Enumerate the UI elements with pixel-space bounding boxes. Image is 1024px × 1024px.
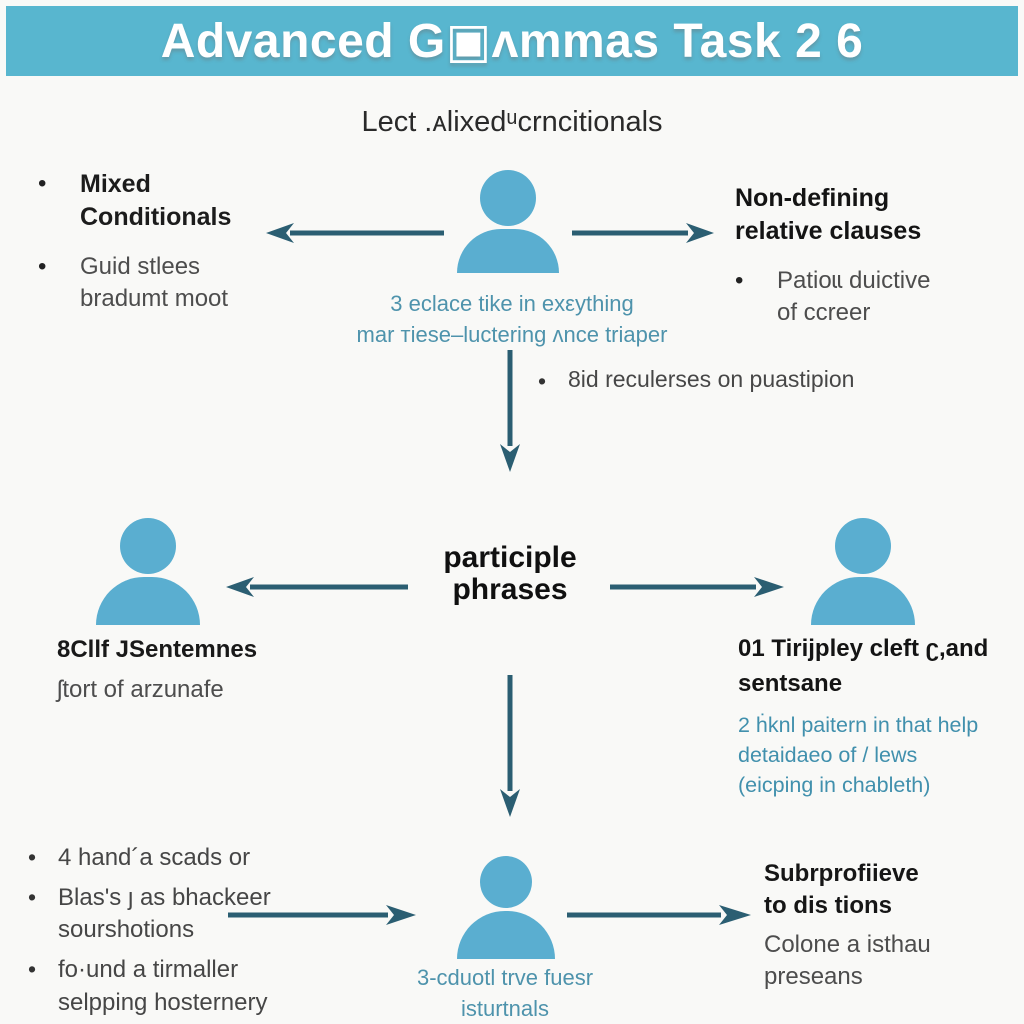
bullet-icon: • (38, 170, 47, 197)
person-head (835, 518, 891, 574)
section-subtext: ʃtort of arzunafe (57, 676, 224, 703)
mid-bullet-item: • 8id reculerses on puastipion (538, 366, 854, 397)
arrow-top-right-icon (572, 223, 714, 243)
arrow-bottom-right-icon (567, 905, 751, 925)
section-heading: 01 Tirijpley cleft ʗ,and sentsane (738, 635, 989, 697)
center-node-label: participle phrases (443, 541, 577, 607)
person-icon (453, 170, 563, 273)
page-title: Advanced G▣ʌmmas Task 2 6 (160, 15, 864, 68)
list-item: • Mixed Conditionals (38, 168, 308, 234)
person-head (480, 856, 532, 908)
header-bar: Advanced G▣ʌmmas Task 2 6 (6, 6, 1018, 76)
list-item-label: Mixed Conditionals (80, 170, 232, 231)
arrow-down-upper-icon (500, 350, 520, 472)
section-heading: Non-defining relative clauses (735, 184, 922, 245)
section-note: 2 ḣknl paitern in that help detaidaeo of… (738, 712, 979, 797)
person-head (120, 518, 176, 574)
bullet-icon: • (28, 883, 37, 910)
arrow-mid-right-icon (610, 577, 784, 597)
subtitle: Lect .ᴀlixedᵘcrncitionals (361, 106, 663, 138)
list-item: • fo·und a tirmaller selpping hosternery (28, 954, 328, 1019)
person-body (811, 577, 915, 625)
section-heading: 8Cllf JSentemnes (57, 636, 258, 663)
list-item-label: 8id reculerses on puastipion (568, 366, 855, 392)
arrow-top-left-icon (266, 223, 444, 243)
bottom-right-block: Subrprofiieve to dis tions Colone a isth… (764, 858, 1004, 994)
list-item-label: Blas's ȷ as bhackeer sourshotions (58, 883, 271, 944)
bullet-icon: • (38, 253, 47, 280)
list-item: • Guid stlees bradumt moot (38, 251, 308, 314)
mid-right-block: 01 Tirijpley cleft ʗ,and sentsane 2 ḣknl… (738, 632, 1023, 800)
list-item-label: Guid stlees bradumt moot (80, 253, 229, 312)
person-head (480, 170, 536, 226)
list-item-label: 4 hand´a scads or (58, 844, 251, 871)
bullet-icon: • (28, 844, 37, 870)
list-item: • Blas's ȷ as bhackeer sourshotions (28, 882, 328, 947)
arrow-mid-left-icon (226, 577, 408, 597)
arrow-down-lower-icon (500, 675, 520, 817)
person-body (96, 577, 200, 625)
list-item: • 4 hand´a scads or (28, 842, 328, 875)
bottom-left-list: • 4 hand´a scads or • Blas's ȷ as bhacke… (28, 842, 328, 1024)
person-body (457, 911, 555, 959)
list-item: • Patioɩɩ duictive of ccreer (735, 265, 1005, 328)
list-item-label: Patioɩɩ duictive of ccreer (777, 267, 931, 326)
person-icon (93, 518, 203, 625)
person-body (457, 229, 559, 273)
person-icon (808, 518, 918, 625)
list-item-label: fo·und a tirmaller selpping hosternery (58, 955, 268, 1016)
person-icon (456, 856, 556, 959)
bullet-icon: • (28, 955, 37, 982)
section-heading: Subrprofiieve to dis tions (764, 860, 919, 920)
bottom-center-caption: 3-cduotl trve fuesr isturtnals (416, 965, 594, 1022)
arrow-bottom-left-icon (228, 905, 416, 925)
bullet-icon: • (735, 267, 744, 294)
mid-left-block: 8Cllf JSentemnes ʃtort of arzunafe (57, 636, 357, 704)
top-left-list: • Mixed Conditionals • Guid stlees bradu… (38, 168, 308, 314)
bullet-icon: • (538, 368, 547, 394)
center-top-caption: 3 eclace tike in exεything mar тiese–luc… (356, 291, 668, 348)
top-right-block: Non-defining relative clauses • Patioɩɩ … (735, 182, 1005, 328)
section-subtext: Colone a isthau preseans (764, 930, 931, 991)
